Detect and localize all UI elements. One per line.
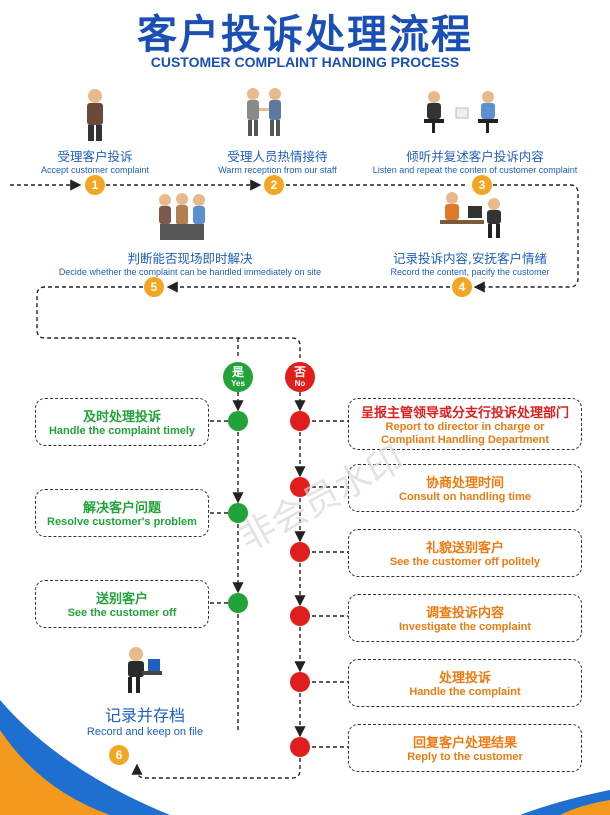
- no-box-2: 协商处理时间 Consult on handling time: [348, 464, 582, 512]
- group-people-icon: [159, 193, 205, 240]
- person-complaining-icon: [87, 89, 103, 141]
- no-box-5-cn: 处理投诉: [438, 671, 491, 686]
- no-box-2-en: Consult on handling time: [399, 491, 531, 503]
- no-box-4-en: Investigate the complaint: [398, 621, 532, 633]
- no-box-6-cn: 回复客户处理结果: [412, 736, 517, 751]
- yes-cn: 是: [231, 365, 244, 379]
- listening-meeting-icon: [424, 91, 498, 133]
- no-box-6: 回复客户处理结果 Reply to the customer: [348, 724, 582, 772]
- handshake-people-icon: [247, 88, 281, 136]
- no-box-1: 呈报主管领导或分支行投诉处理部门 Report to director in c…: [348, 398, 582, 450]
- no-box-2-cn: 协商处理时间: [425, 476, 504, 491]
- recording-desk-icon: [440, 192, 501, 238]
- no-dots: [290, 411, 310, 757]
- step-badge-4: 4: [452, 277, 472, 297]
- step-badge-5: 5: [144, 277, 164, 297]
- no-box-1-cn: 呈报主管领导或分支行投诉处理部门: [360, 405, 569, 421]
- no-box-3-cn: 礼貌送别客户: [425, 541, 504, 556]
- yes-en: Yes: [231, 379, 245, 388]
- yes-dots: [228, 411, 248, 613]
- yes-box-3: 送别客户 See the customer off: [35, 580, 209, 628]
- no-cn: 否: [293, 365, 306, 379]
- step-badge-3: 3: [472, 175, 492, 195]
- step-4-en: Record the content, pacify the customer: [390, 267, 550, 277]
- step-5: 判断能否现场即时解决 Decide whether the complaint …: [30, 248, 350, 277]
- step-6: 记录并存档 Record and keep on file: [60, 702, 230, 738]
- no-en: No: [294, 379, 306, 388]
- step-6-cn: 记录并存档: [104, 706, 185, 725]
- no-decision: 否 No: [285, 362, 315, 392]
- yes-box-3-cn: 送别客户: [95, 592, 148, 607]
- yes-box-2-cn: 解决客户问题: [82, 501, 161, 516]
- yes-box-2: 解决客户问题 Resolve customer's problem: [35, 489, 209, 537]
- no-box-5: 处理投诉 Handle the complaint: [348, 659, 582, 707]
- step-badge-1: 1: [85, 175, 105, 195]
- yes-box-2-en: Resolve customer's problem: [47, 516, 197, 528]
- yes-box-1: 及时处理投诉 Handle the complaint timely: [35, 398, 209, 446]
- step-badge-6: 6: [109, 745, 129, 765]
- step-3: 倾听并复述客户投诉内容 Listen and repeat the conten…: [345, 146, 605, 175]
- step-2: 受理人员热情接待 Warm reception from our staff: [190, 146, 365, 175]
- step-1: 受理客户投诉 Accept customer complaint: [20, 146, 170, 175]
- step-3-cn: 倾听并复述客户投诉内容: [406, 149, 544, 164]
- step-5-cn: 判断能否现场即时解决: [127, 251, 253, 266]
- step-6-en: Record and keep on file: [86, 726, 204, 738]
- page-subtitle: CUSTOMER COMPLAINT HANDING PROCESS: [150, 54, 460, 70]
- yes-decision: 是 Yes: [223, 362, 253, 392]
- step-3-en: Listen and repeat the conten of customer…: [372, 165, 578, 175]
- yes-box-1-en: Handle the complaint timely: [48, 425, 196, 437]
- step-5-en: Decide whether the complaint can be hand…: [58, 267, 322, 277]
- step-4-cn: 记录投诉内容,安抚客户情绪: [393, 251, 547, 266]
- page-title: 客户投诉处理流程: [137, 12, 473, 58]
- step-4: 记录投诉内容,安抚客户情绪 Record the content, pacify…: [370, 248, 570, 277]
- yes-box-1-cn: 及时处理投诉: [82, 410, 161, 425]
- yes-box-3-en: See the customer off: [67, 607, 177, 619]
- no-box-6-en: Reply to the customer: [407, 751, 523, 763]
- step-2-en: Warm reception from our staff: [218, 165, 337, 175]
- no-box-1-en: Report to director in charge or Complian…: [380, 420, 550, 446]
- step-1-cn: 受理客户投诉: [57, 149, 133, 164]
- no-box-3-en: See the customer off politely: [389, 556, 541, 568]
- step-2-cn: 受理人员热情接待: [227, 149, 328, 164]
- step-badge-2: 2: [264, 175, 284, 195]
- no-box-4-cn: 调查投诉内容: [425, 606, 504, 621]
- record-archive-icon: [128, 647, 162, 693]
- no-box-3: 礼貌送别客户 See the customer off politely: [348, 529, 582, 577]
- no-box-4: 调查投诉内容 Investigate the complaint: [348, 594, 582, 642]
- no-box-5-en: Handle the complaint: [409, 686, 521, 698]
- step-1-en: Accept customer complaint: [40, 165, 150, 175]
